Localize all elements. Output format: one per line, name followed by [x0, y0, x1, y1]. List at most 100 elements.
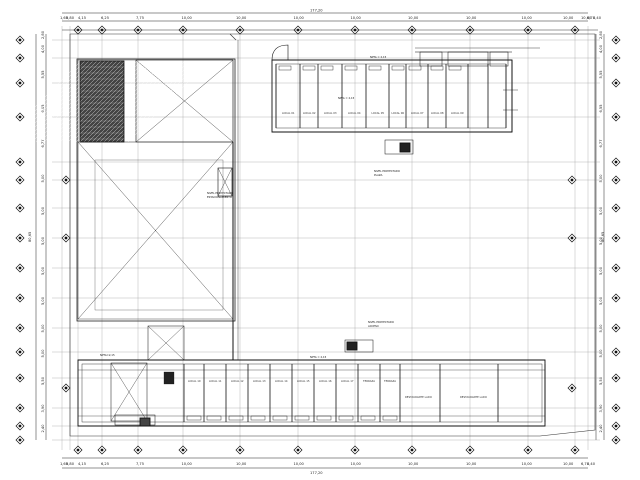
top-dimension: 10,00: [563, 16, 574, 20]
grid-bubble-left: [15, 421, 25, 431]
left-dimension: 5,00: [41, 174, 45, 183]
top-local-label: LOCAL 07: [411, 111, 424, 115]
bottom-dimension: 6,25: [101, 462, 109, 466]
top-dimension: 4,15: [78, 16, 86, 20]
left-dimension: 2,80: [41, 30, 45, 39]
site-boundary: [62, 29, 598, 437]
grid-bubble-inner-right: [567, 383, 577, 393]
grid-bubble-right: [611, 435, 621, 445]
top-dimension: 7,75: [136, 16, 144, 20]
grid-bubble-left: [15, 347, 25, 357]
left-dimension: 3,90: [41, 404, 45, 413]
right-dimension: 5,50: [599, 376, 603, 385]
top-local-label: LOCAL 08: [431, 111, 444, 115]
grid-bubble-left: [15, 203, 25, 213]
grid-bubble-left: [15, 373, 25, 383]
left-dimension: 5,55: [41, 70, 45, 78]
grid-bubble-right: [611, 293, 621, 303]
grid-bubble-left: [15, 323, 25, 333]
grid-bubble-right: [611, 35, 621, 45]
bottom-level-note: NPTA = 2,15: [310, 355, 327, 359]
structural-grid: [52, 26, 600, 450]
top-dimension: 6,70: [587, 16, 596, 20]
top-dimension: 10,00: [466, 16, 477, 20]
top-local-label: LOCAL 01: [282, 111, 295, 115]
right-dimension: 2,40: [599, 424, 603, 433]
grid-bubble-inner-right: [567, 175, 577, 185]
right-dimension: 5,00: [599, 236, 603, 245]
top-dimension: 10,00: [522, 16, 533, 20]
top-dimension: 10,00: [294, 16, 305, 20]
bottom-note-1: NIVEL PROYECTADO: [368, 320, 394, 324]
left-dimension: 5,00: [41, 296, 45, 305]
top-total-dimension: 177,20: [310, 9, 323, 13]
top-dimension: 10,00: [236, 16, 247, 20]
grid-bubble-right: [611, 78, 621, 88]
grid-bubble-right: [611, 53, 621, 63]
left-total-dimension: 80,65: [28, 232, 32, 242]
grid-bubble-left: [15, 78, 25, 88]
bottom-dimension: 10,00: [408, 462, 419, 466]
center-note-2: PLAZA: [374, 173, 383, 177]
top-dimension: 0,40: [593, 16, 602, 20]
top-local-label: LOCAL 04: [348, 111, 361, 115]
left-dimension: 5,00: [41, 236, 45, 245]
grid-bubble-right: [611, 175, 621, 185]
top-local-label: LOCAL 09: [451, 111, 464, 115]
level-note-top-2: NPTA = 2,15: [370, 55, 387, 59]
left-note-2: ESTACIONAMIENTO: [207, 195, 232, 199]
left-dimension: 4,00: [41, 44, 45, 53]
grid-bubble-right: [611, 157, 621, 167]
bottom-local-label: LOCAL 16: [319, 379, 332, 383]
bottom-local-label: LOCAL 13: [253, 379, 266, 383]
grid-bubble-inner-left: [61, 383, 71, 393]
bottom-local-label: LOCAL 17: [341, 379, 354, 383]
top-dimension: 0,80: [66, 16, 75, 20]
left-dimension: 5,50: [41, 376, 45, 385]
grid-bubble-right: [611, 263, 621, 273]
left-dimension: 6,77: [41, 139, 45, 147]
right-dimension: 6,77: [599, 139, 603, 147]
grid-bubble-right: [611, 323, 621, 333]
right-dimension: 3,90: [599, 404, 603, 413]
left-dimension: 5,00: [41, 349, 45, 358]
right-dimension-line: 80,65 2,804,005,556,556,775,005,005,005,…: [595, 30, 605, 440]
grid-bubble-bottom: [73, 445, 83, 455]
right-dimension: 6,55: [599, 104, 603, 112]
left-dimension-line: 80,65 2,80 4,00 5,55 6,55 6,77 5,00 5,00 5,00 5,…: [28, 30, 47, 440]
grid-bubble-bottom: [407, 445, 417, 455]
grid-bubble-inner-left: [61, 175, 71, 185]
grid-bubble-bottom: [570, 445, 580, 455]
top-local-label: LOCAL 02: [303, 111, 316, 115]
right-dimension: 5,55: [599, 70, 603, 78]
left-dimension: 6,55: [41, 104, 45, 112]
bottom-dimension: 6,70: [581, 462, 590, 466]
grid-bubble-inner-left: [61, 233, 71, 243]
bottom-local-label: TERRAZA: [384, 379, 396, 383]
right-dimension: 5,00: [599, 206, 603, 215]
top-dimension: 6,25: [101, 16, 109, 20]
left-dimension: 5,00: [41, 266, 45, 275]
right-dimension: 5,00: [599, 349, 603, 358]
restaurant-label: RESTAURANTE LADO: [405, 395, 432, 399]
grid-bubble-left: [15, 53, 25, 63]
top-dimension: 10,00: [351, 16, 362, 20]
grid-bubble-bottom: [133, 445, 143, 455]
right-dimension: 2,80: [599, 30, 603, 39]
grid-bubble-left: [15, 293, 25, 303]
grid-bubble-inner-right: [567, 233, 577, 243]
bottom-dimension: 10,00: [182, 462, 193, 466]
bottom-local-label: TERRAZA: [363, 379, 375, 383]
left-note-1: NIVEL PROYECTADO: [207, 191, 233, 195]
hatched-ramp: [0, 60, 210, 143]
grid-bubble-left: [15, 435, 25, 445]
right-dimension: 5,00: [599, 324, 603, 333]
top-local-label: LOCAL 05: [372, 111, 385, 115]
bottom-local-label: LOCAL 10: [188, 379, 201, 383]
center-note-1: NIVEL PROYECTADO: [374, 169, 400, 173]
right-dimension: 4,00: [599, 44, 603, 53]
